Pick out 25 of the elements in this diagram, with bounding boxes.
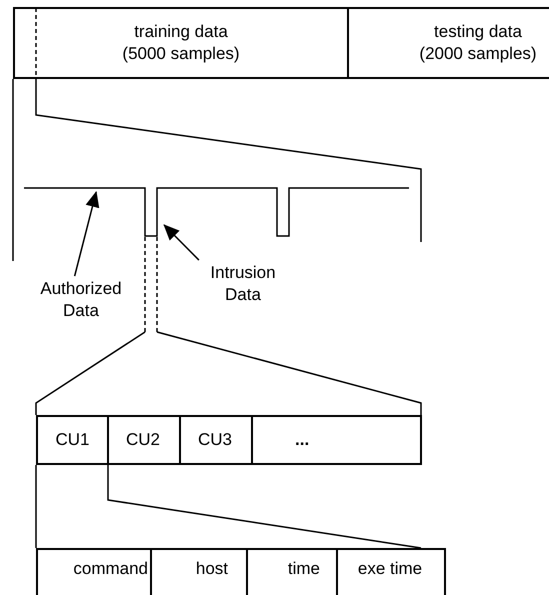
waveform	[24, 187, 410, 237]
table-cell	[36, 548, 152, 595]
cell-text: CU2	[126, 429, 160, 451]
cell-text: command	[73, 558, 148, 580]
table-cell	[13, 7, 349, 79]
table-cell	[150, 548, 248, 595]
arrow	[74, 191, 100, 276]
cell-text: exe time	[358, 558, 422, 580]
cell-text: Authorized Data	[39, 278, 123, 322]
cell-text: ...	[295, 429, 310, 451]
cell-text: time	[288, 558, 320, 580]
table-cell	[179, 415, 253, 465]
table-cell	[107, 415, 181, 465]
table-cell	[348, 7, 549, 79]
table-cell	[251, 415, 422, 465]
cell-text: testing data (2000 samples)	[418, 21, 538, 65]
cell-text: Intrusion Data	[209, 262, 277, 306]
arrow	[163, 224, 200, 261]
cell-text: CU1	[55, 429, 90, 451]
cell-text: host	[196, 558, 228, 580]
cell-text: training data (5000 samples)	[121, 21, 241, 65]
table-cell	[336, 548, 446, 595]
cell-text: CU3	[198, 429, 232, 451]
table-cell	[246, 548, 338, 595]
table-cell	[36, 415, 109, 465]
